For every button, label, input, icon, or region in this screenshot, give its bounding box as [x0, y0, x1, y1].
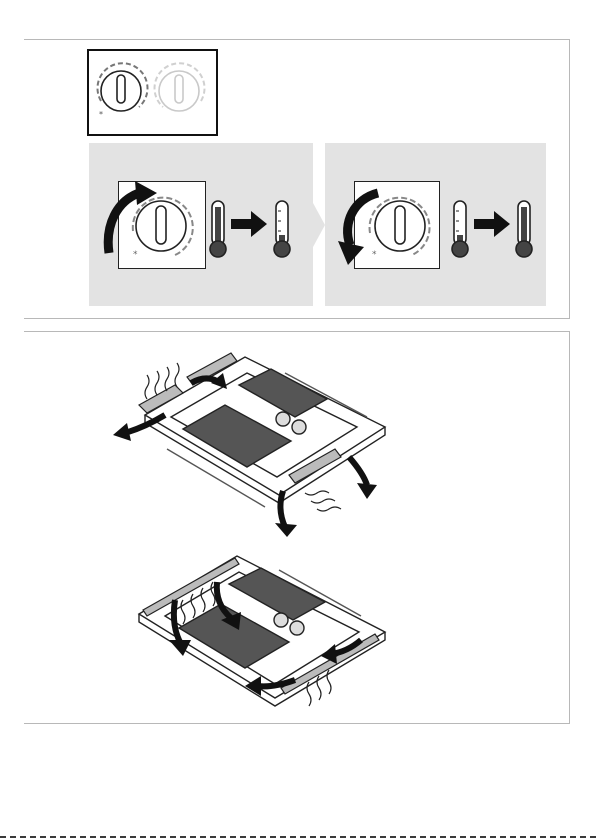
svg-text:*: * — [99, 110, 103, 119]
ceiling-unit-closed-illustration — [125, 540, 405, 718]
dial-icon: * — [133, 198, 193, 260]
bottom-section-top-rule — [24, 331, 570, 332]
svg-text:*: * — [372, 250, 377, 260]
ceiling-unit-icon — [145, 357, 385, 507]
arrow-right-icon — [474, 211, 510, 237]
top-section-right-rule — [569, 39, 570, 318]
thermometer-icon — [516, 201, 532, 257]
panel-connector-chevron — [313, 143, 325, 306]
thermometer-icon — [210, 201, 226, 257]
thermometer-icon — [452, 201, 468, 257]
thermometer-icon — [274, 201, 290, 257]
thermostat-dial-faded-icon — [155, 63, 205, 111]
bottom-section-bottom-rule — [24, 723, 570, 724]
svg-text:*: * — [133, 250, 138, 260]
top-section-top-rule — [24, 39, 570, 40]
dial-icon: * — [370, 198, 430, 260]
page-cut-line — [0, 836, 596, 838]
section-divider-rule — [24, 318, 570, 319]
panel-1-art: * — [95, 175, 310, 275]
dial-preview-inner: * — [91, 57, 212, 128]
ceiling-unit-open-illustration — [105, 345, 405, 540]
thermostat-dial-icon: * — [97, 63, 147, 119]
bottom-section-right-rule — [569, 331, 570, 724]
arrow-right-icon — [231, 211, 267, 237]
panel-2-art: * — [330, 175, 545, 275]
